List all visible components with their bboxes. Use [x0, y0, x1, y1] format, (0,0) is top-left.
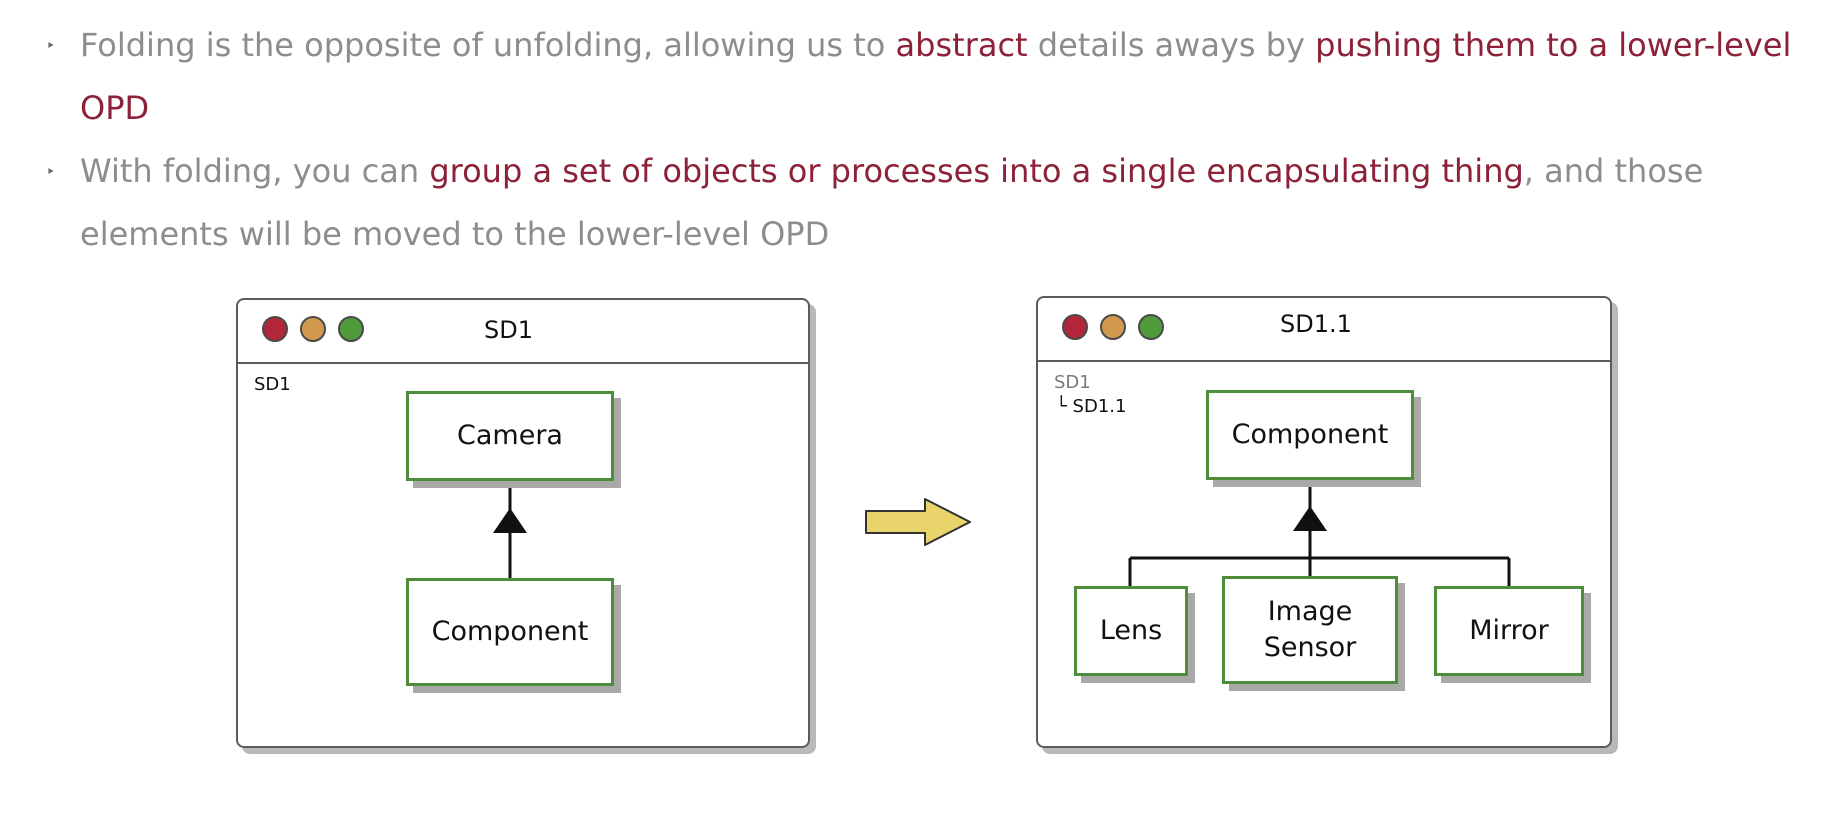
bullet-segment: , and those elements will be moved to th… [80, 152, 1704, 253]
window-title: SD1 [484, 316, 533, 344]
bullet-segment: With folding, you can [80, 152, 430, 190]
generalization-triangle-icon [1293, 506, 1327, 531]
maximize-dot-icon[interactable] [1138, 314, 1164, 340]
bullet-item-0: ‣ Folding is the opposite of unfolding, … [44, 14, 1824, 140]
minimize-dot-icon[interactable] [300, 316, 326, 342]
bullet-highlight: pushing them to a lower-level OPD [80, 26, 1792, 127]
minimize-dot-icon[interactable] [1100, 314, 1126, 340]
object-camera[interactable]: Camera [406, 391, 614, 481]
bullet-list: ‣ Folding is the opposite of unfolding, … [44, 14, 1824, 266]
opd-breadcrumb: SD1 [254, 374, 291, 395]
bullet-highlight: abstract [895, 26, 1028, 64]
bullet-segment: Folding is the opposite of unfolding, al… [80, 26, 896, 64]
bullet-highlight: group a set of objects or processes into… [429, 152, 1524, 190]
object-lens[interactable]: Lens [1074, 586, 1188, 676]
object-component-parent[interactable]: Component [1206, 390, 1414, 480]
bullet-marker: ‣ [46, 36, 56, 55]
bullet-item-1: ‣ With folding, you can group a set of o… [44, 140, 1824, 266]
bullet-marker: ‣ [46, 162, 56, 181]
object-image-sensor[interactable]: Image Sensor [1222, 576, 1398, 684]
object-mirror[interactable]: Mirror [1434, 586, 1584, 676]
window-titlebar: SD1 [238, 300, 808, 364]
bullet-text-1: With folding, you can group a set of obj… [80, 152, 1703, 253]
transition-arrow-icon [865, 498, 971, 546]
bullet-segment: details aways by [1027, 26, 1316, 64]
window-titlebar: SD1.1 [1038, 298, 1610, 362]
bullet-text-0: Folding is the opposite of unfolding, al… [80, 26, 1791, 127]
window-title: SD1.1 [1280, 310, 1352, 338]
opd-breadcrumb-child: └ SD1.1 [1056, 396, 1127, 417]
opd-breadcrumb-root: SD1 [1054, 372, 1091, 393]
generalization-triangle-icon [493, 508, 527, 533]
close-dot-icon[interactable] [262, 316, 288, 342]
maximize-dot-icon[interactable] [338, 316, 364, 342]
close-dot-icon[interactable] [1062, 314, 1088, 340]
object-component[interactable]: Component [406, 578, 614, 686]
